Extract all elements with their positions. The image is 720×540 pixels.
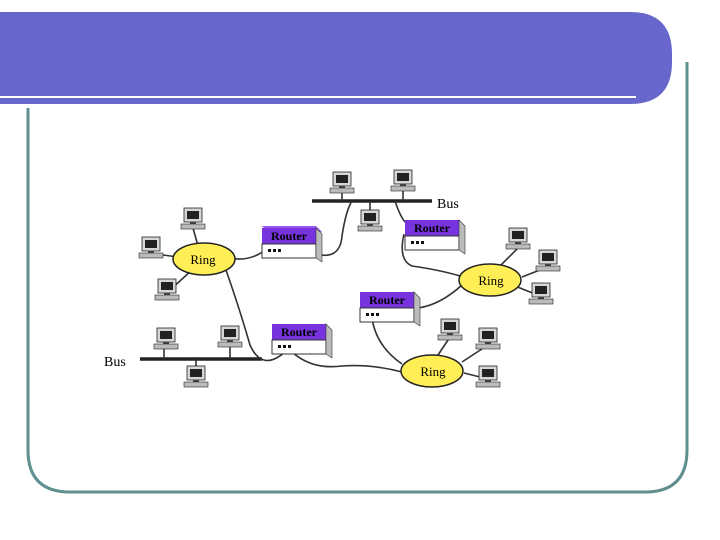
ring-left-label: Ring xyxy=(190,252,216,267)
computer-icon xyxy=(138,236,164,259)
ring-right-label: Ring xyxy=(478,273,504,288)
computer-icon xyxy=(217,325,243,348)
bus-left-label: Bus xyxy=(104,355,126,370)
computer-icon xyxy=(329,171,355,194)
computer-icon xyxy=(154,278,180,301)
computer-icon xyxy=(153,327,179,350)
header-band xyxy=(0,12,672,104)
content-frame xyxy=(26,62,689,494)
ring-bottom: Ring xyxy=(400,354,464,388)
bus-top-label: Bus xyxy=(437,197,459,212)
computer-icon xyxy=(437,318,463,341)
ring-right: Ring xyxy=(458,263,522,297)
router-b-label: Router xyxy=(414,221,451,235)
computer-icon xyxy=(528,282,554,305)
router-b: Router xyxy=(404,219,466,255)
router-d-label: Router xyxy=(281,325,318,339)
router-icon xyxy=(359,291,421,327)
computer-icon xyxy=(475,365,501,388)
ring-bottom-label: Ring xyxy=(420,364,446,379)
computer-icon xyxy=(183,365,209,388)
computer-icon xyxy=(535,249,561,272)
router-icon xyxy=(261,226,323,263)
router-icon xyxy=(271,323,333,359)
computer-icon xyxy=(357,209,383,232)
router-a-label: Router xyxy=(271,229,308,243)
router-icon xyxy=(404,219,466,255)
router-c-label: Router xyxy=(369,293,406,307)
computer-icon xyxy=(390,169,416,192)
router-d: Router xyxy=(271,323,333,359)
router-a: Router xyxy=(261,226,323,263)
router-c: Router xyxy=(359,291,421,327)
computer-icon xyxy=(505,227,531,250)
computer-icon xyxy=(180,207,206,230)
computer-icon xyxy=(475,327,501,350)
ring-left: Ring xyxy=(172,242,236,276)
